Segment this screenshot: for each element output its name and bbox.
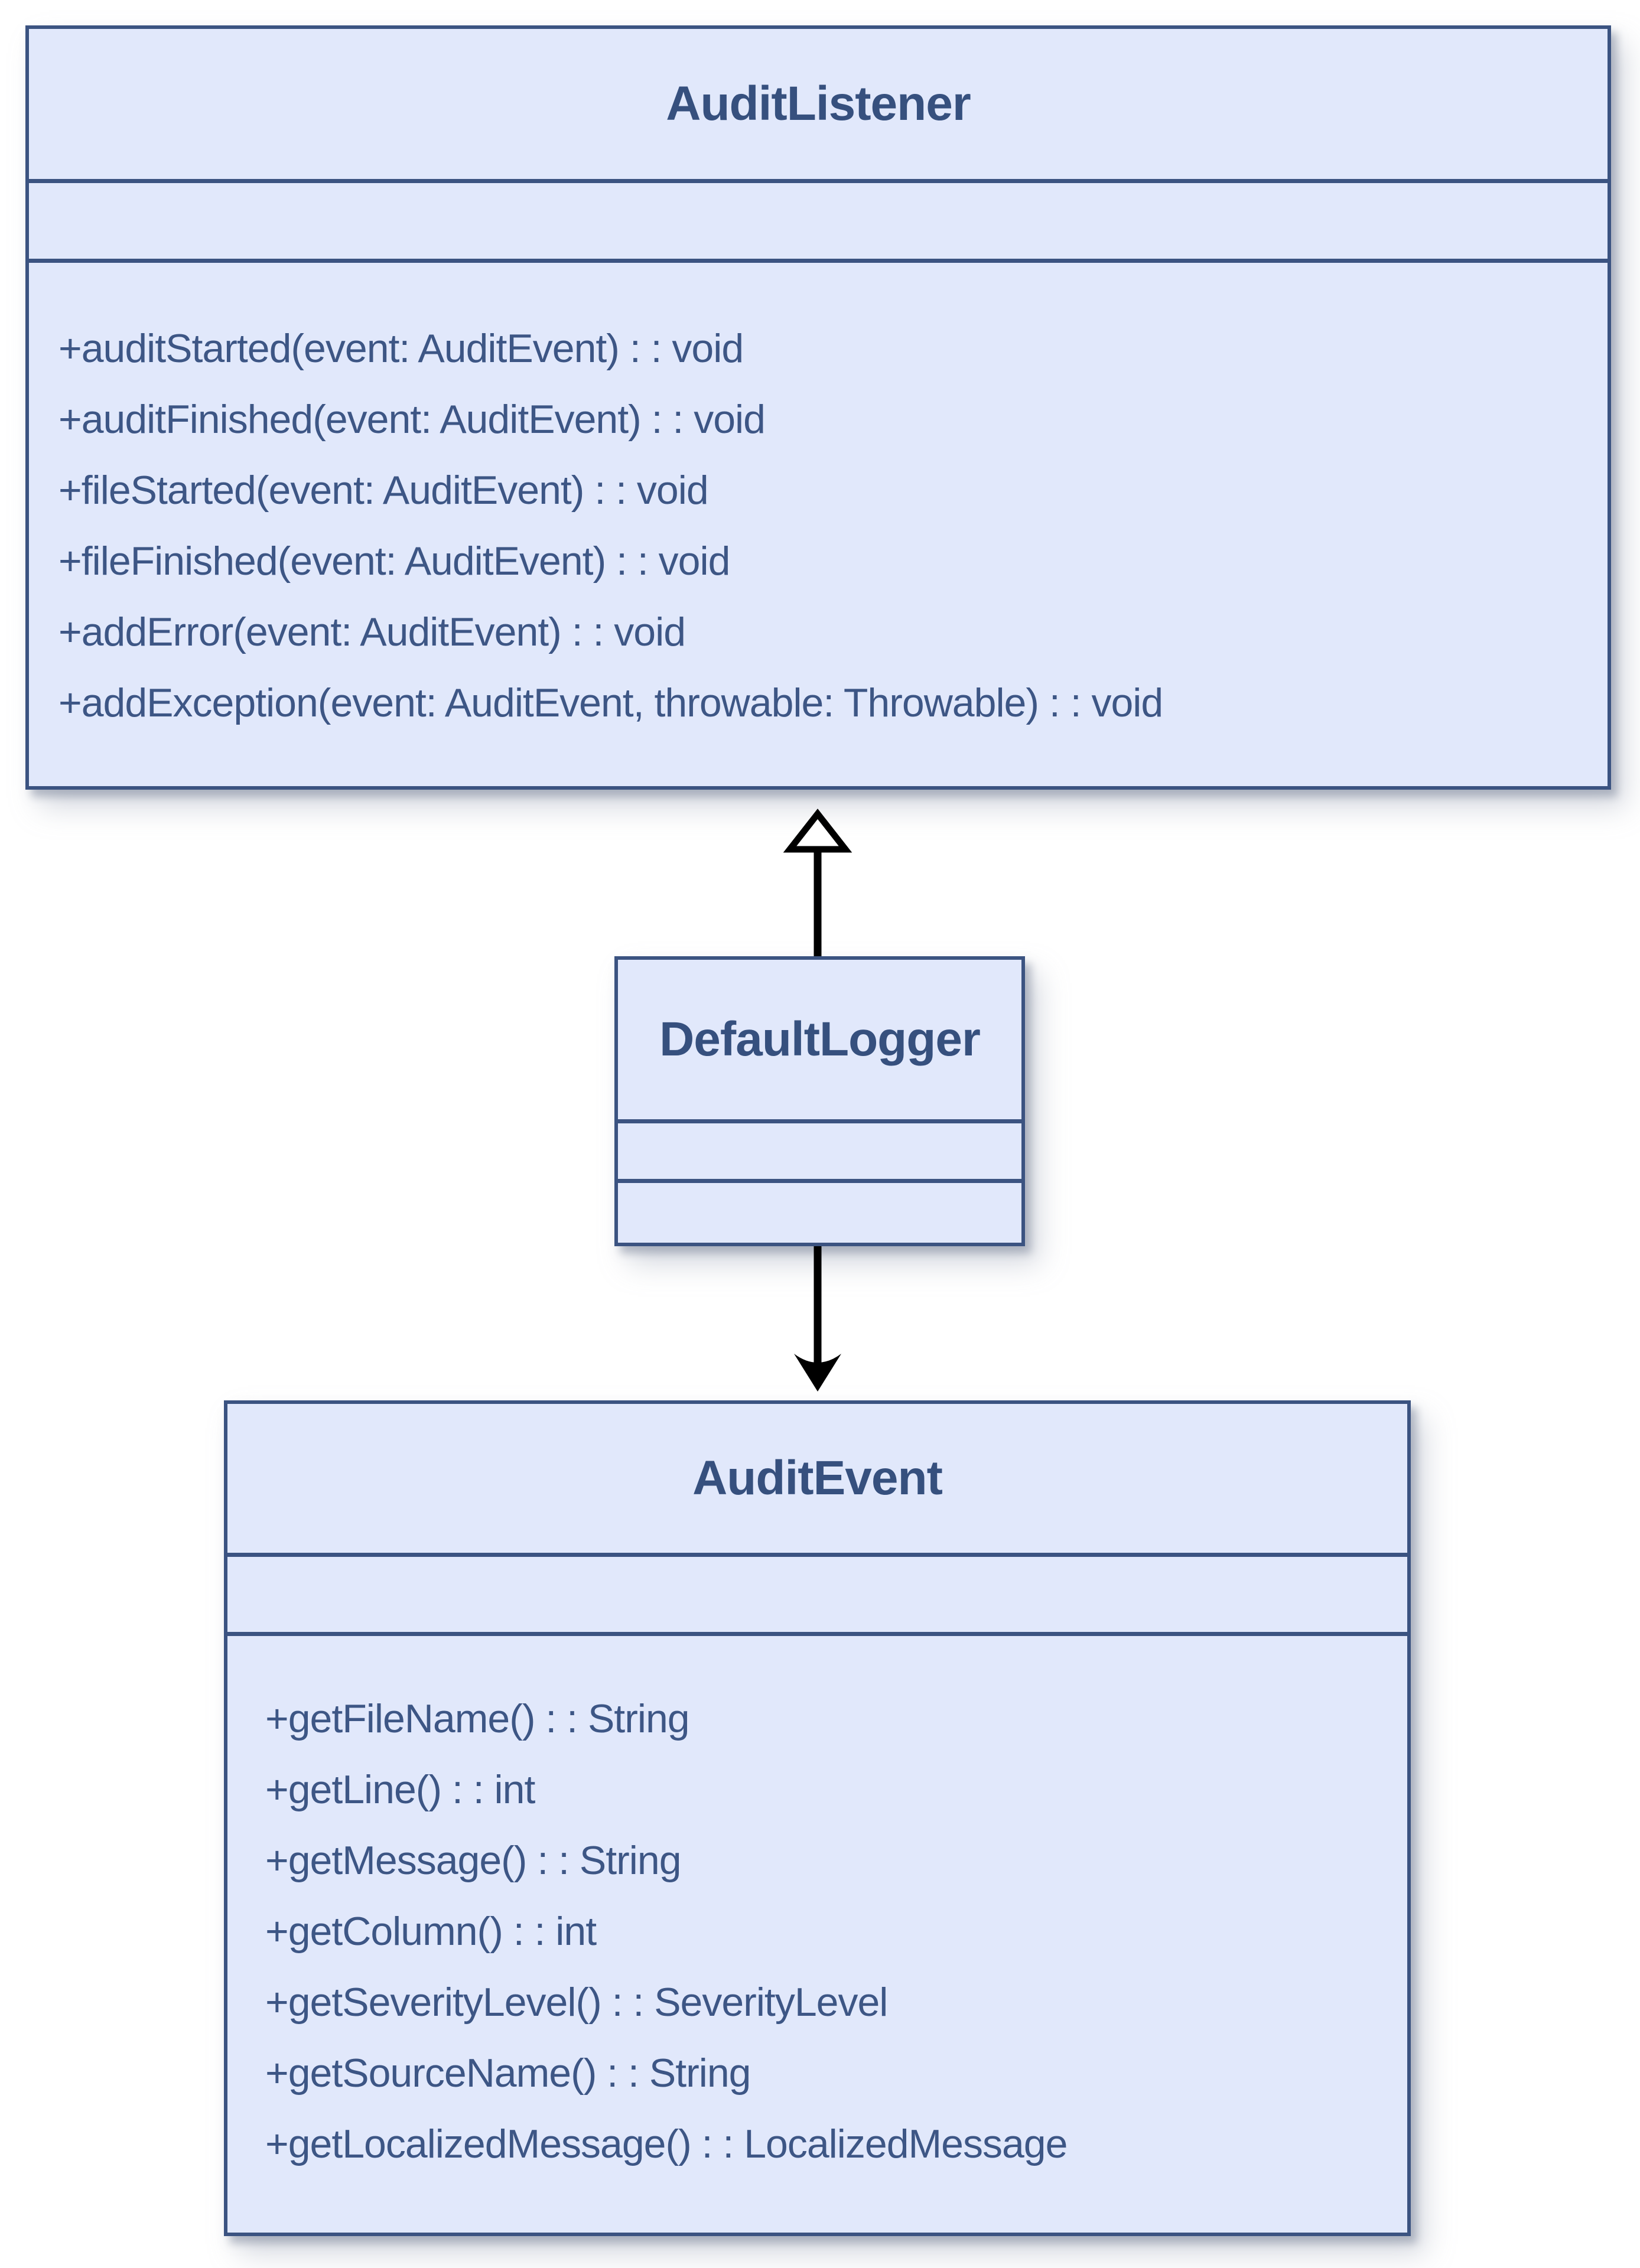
- method-text: +addException(event: AuditEvent, throwab…: [58, 680, 1163, 725]
- method-text: +addError(event: AuditEvent) : : void: [58, 610, 686, 654]
- attributes-compartment-empty: [29, 179, 1608, 259]
- methods-compartment-empty: [618, 1179, 1021, 1243]
- class-name-auditevent: AuditEvent: [692, 1451, 943, 1505]
- class-title-compartment: DefaultLogger: [618, 960, 1021, 1119]
- class-title-compartment: AuditEvent: [227, 1404, 1407, 1553]
- association-arrow: [794, 1246, 841, 1392]
- method-text: +getLine() : : int: [265, 1767, 535, 1812]
- method-text: +auditStarted(event: AuditEvent) : : voi…: [58, 326, 744, 371]
- method-text: +getMessage() : : String: [265, 1838, 682, 1883]
- method-text: +getColumn() : : int: [265, 1909, 597, 1954]
- method-text: +fileStarted(event: AuditEvent) : : void: [58, 468, 709, 513]
- class-box-auditevent[interactable]: AuditEvent +getFileName() : : String+get…: [224, 1400, 1411, 2236]
- hollow-triangle-arrowhead-icon: [783, 809, 852, 853]
- method-text: +getSeverityLevel() : : SeverityLevel: [265, 1980, 888, 2025]
- method-text: +getFileName() : : String: [265, 1696, 690, 1741]
- class-name-defaultlogger: DefaultLogger: [659, 1012, 981, 1066]
- method-text: +auditFinished(event: AuditEvent) : : vo…: [58, 397, 766, 442]
- class-box-auditlistener[interactable]: AuditListener +auditStarted(event: Audit…: [25, 25, 1611, 790]
- method-text: +getLocalizedMessage() : : LocalizedMess…: [265, 2122, 1068, 2166]
- class-name-auditlistener: AuditListener: [666, 77, 971, 131]
- open-filled-arrowhead-icon: [794, 1354, 841, 1392]
- attributes-compartment-empty: [227, 1553, 1407, 1632]
- methods-compartment: +auditStarted(event: AuditEvent) : : voi…: [29, 259, 1608, 786]
- class-title-compartment: AuditListener: [29, 29, 1608, 179]
- method-text: +getSourceName() : : String: [265, 2051, 751, 2096]
- attributes-compartment-empty: [618, 1119, 1021, 1179]
- class-box-defaultlogger[interactable]: DefaultLogger: [614, 956, 1025, 1246]
- method-text: +fileFinished(event: AuditEvent) : : voi…: [58, 539, 730, 584]
- methods-compartment: +getFileName() : : String +getLine() : : …: [227, 1632, 1407, 2233]
- generalization-arrow: [783, 809, 852, 956]
